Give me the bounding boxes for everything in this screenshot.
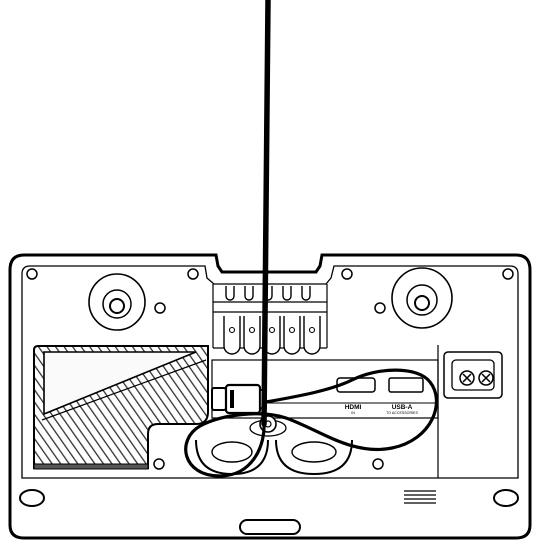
mounting-boss-left [88, 273, 146, 331]
compartment-inner-edge [41, 359, 207, 421]
screw-hole-mid-right [374, 302, 386, 314]
screw-hole-lower-right [372, 458, 384, 470]
clip-holes [228, 326, 316, 334]
screw-hole-top-center-left [187, 268, 199, 280]
vent-grille [404, 490, 436, 504]
compartment-label-panel [43, 351, 197, 416]
cable-clips-upper [225, 286, 311, 301]
hdmi-port-label: HDMI [345, 404, 362, 411]
cable-loop [184, 368, 439, 478]
screw-hole-mid-left [154, 302, 166, 314]
screw-hole-top-right [502, 268, 514, 280]
power-connector-socket [443, 351, 503, 399]
mounting-boss-right [391, 267, 453, 329]
inner-recess-outline [21, 265, 519, 479]
cable-clips-lower [223, 316, 321, 355]
front-slot [239, 519, 301, 535]
usb-a-port [388, 377, 424, 393]
foot-right [493, 489, 519, 507]
hdmi-cable-plug [211, 383, 267, 415]
cable-anchor [249, 415, 287, 437]
usb-a-port-sublabel: TO ACCESSORIES [386, 411, 418, 415]
screw-hole-lower-left [153, 458, 165, 470]
vertical-cable [261, 0, 271, 427]
screw-hole-top-left [26, 268, 38, 280]
screw-hole-top-center-right [341, 268, 353, 280]
hdmi-port-sublabel: IN [351, 411, 355, 415]
usb-a-port-label: USB-A [392, 404, 413, 411]
foot-left [19, 489, 45, 507]
compartment-bottom-strip [33, 463, 149, 470]
